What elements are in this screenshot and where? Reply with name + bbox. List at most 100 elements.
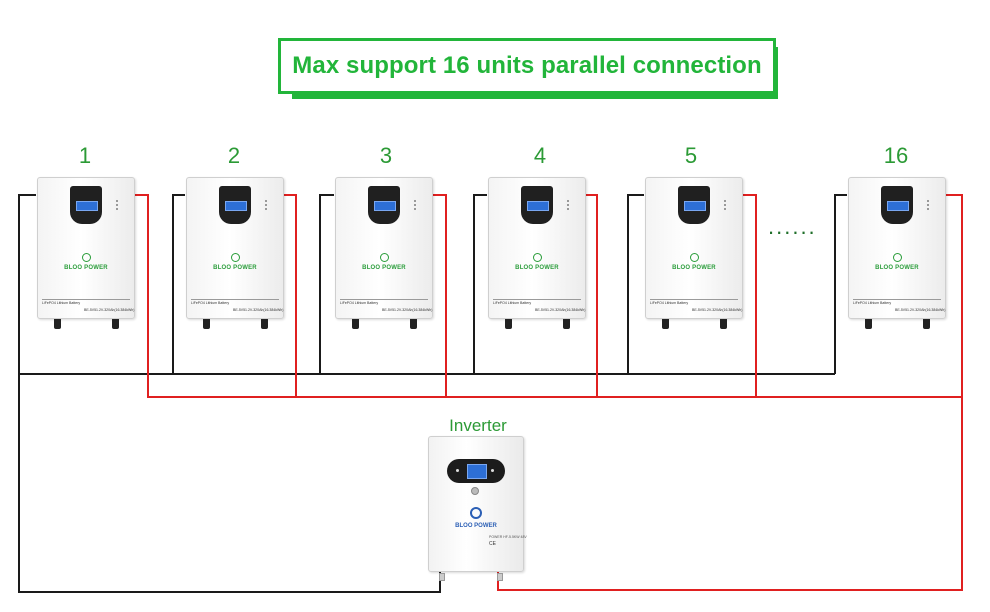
battery-terminal-negative	[865, 319, 872, 329]
positive-wire-unit-5	[742, 194, 757, 397]
battery-lcd-screen	[225, 201, 247, 211]
battery-terminal-positive	[563, 319, 570, 329]
battery-label-divider	[853, 299, 941, 300]
positive-wire-unit-2	[283, 194, 297, 397]
battery-indicator-leds	[927, 200, 932, 210]
battery-label-divider	[42, 299, 130, 300]
battery-label-divider	[340, 299, 428, 300]
battery-lcd-screen	[527, 201, 549, 211]
negative-wire-unit-4	[473, 194, 487, 374]
battery-unit-16: BLOO POWER LiFePO4 Lithium Battery BE-5V…	[848, 177, 946, 329]
battery-lcd-screen	[76, 201, 98, 211]
battery-brand: BLOO POWER	[362, 265, 406, 271]
battery-unit-4: BLOO POWER LiFePO4 Lithium Battery BE-5V…	[488, 177, 586, 329]
inverter-label: Inverter	[449, 416, 507, 435]
battery-indicator-leds	[414, 200, 419, 210]
inverter-terminal-negative	[439, 573, 445, 581]
battery-lcd-screen	[887, 201, 909, 211]
battery-terminal-negative	[54, 319, 61, 329]
negative-bus	[18, 194, 847, 593]
battery-display-panel	[219, 186, 251, 224]
battery-unit-5: BLOO POWER LiFePO4 Lithium Battery BE-5V…	[645, 177, 743, 329]
battery-indicator-leds	[265, 200, 270, 210]
bloo-power-logo-icon	[231, 253, 240, 262]
battery-type-label: LiFePO4 Lithium Battery	[493, 301, 532, 305]
unit-number-1: 1	[78, 143, 92, 168]
battery-terminal-positive	[112, 319, 119, 329]
bloo-power-logo-icon	[893, 253, 902, 262]
battery-indicator-leds	[724, 200, 729, 210]
bloo-power-logo-icon	[533, 253, 542, 262]
battery-lcd-screen	[374, 201, 396, 211]
bloo-power-logo-icon	[82, 253, 91, 262]
battery-type-label: LiFePO4 Lithium Battery	[650, 301, 689, 305]
battery-type-label: LiFePO4 Lithium Battery	[340, 301, 379, 305]
unit-number-5: 5	[684, 143, 698, 168]
inverter-model-text: POWER HF-5.5KW 48V	[489, 535, 527, 539]
inverter-brand: BLOO POWER	[455, 523, 497, 529]
negative-wire-inverter	[18, 374, 441, 593]
battery-label-divider	[650, 299, 738, 300]
inverter-lcd-screen	[467, 464, 487, 479]
unit-number-2: 2	[227, 143, 241, 168]
battery-brand: BLOO POWER	[515, 265, 559, 271]
battery-unit-1: BLOO POWER LiFePO4 Lithium Battery BE-5V…	[37, 177, 135, 329]
title-banner: Max support 16 units parallel connection	[278, 38, 778, 99]
inverter-power-switch-icon	[471, 487, 479, 495]
battery-brand: BLOO POWER	[213, 265, 257, 271]
unit-number-16: 16	[883, 143, 909, 168]
battery-display-panel	[881, 186, 913, 224]
battery-label-divider	[191, 299, 279, 300]
ce-mark: CE	[489, 541, 496, 547]
positive-wire-unit-16	[497, 194, 963, 591]
battery-spec-label: BE-5V51.2V-320Ah(16.384kWh)	[84, 308, 135, 312]
more-units-ellipsis: ......	[768, 214, 817, 239]
inverter-display-panel	[447, 459, 505, 483]
bloo-power-logo-icon	[470, 507, 482, 519]
battery-indicator-leds	[567, 200, 572, 210]
battery-spec-label: BE-5V51.2V-320Ah(16.384kWh)	[382, 308, 433, 312]
positive-wire-unit-3	[432, 194, 447, 397]
battery-spec-label: BE-5V51.2V-320Ah(16.384kWh)	[895, 308, 946, 312]
negative-wire-unit-16	[834, 194, 847, 374]
title-box: Max support 16 units parallel connection	[278, 38, 776, 94]
battery-unit-3: BLOO POWER LiFePO4 Lithium Battery BE-5V…	[335, 177, 433, 329]
battery-brand: BLOO POWER	[672, 265, 716, 271]
battery-terminal-positive	[410, 319, 417, 329]
battery-type-label: LiFePO4 Lithium Battery	[42, 301, 81, 305]
diagram-title: Max support 16 units parallel connection	[292, 52, 762, 79]
battery-terminal-negative	[505, 319, 512, 329]
battery-spec-label: BE-5V51.2V-320Ah(16.384kWh)	[535, 308, 586, 312]
unit-number-4: 4	[533, 143, 547, 168]
battery-spec-label: BE-5V51.2V-320Ah(16.384kWh)	[233, 308, 284, 312]
battery-brand: BLOO POWER	[64, 265, 108, 271]
battery-indicator-leds	[116, 200, 121, 210]
positive-wire-unit-1	[134, 194, 962, 398]
positive-bus	[134, 194, 963, 591]
battery-unit-2: BLOO POWER LiFePO4 Lithium Battery BE-5V…	[186, 177, 284, 329]
battery-type-label: LiFePO4 Lithium Battery	[191, 301, 230, 305]
battery-spec-label: BE-5V51.2V-320Ah(16.384kWh)	[692, 308, 743, 312]
battery-display-panel	[678, 186, 710, 224]
battery-display-panel	[521, 186, 553, 224]
battery-terminal-positive	[720, 319, 727, 329]
inverter-unit: BLOO POWER POWER HF-5.5KW 48V CE	[428, 436, 527, 581]
negative-wire-unit-2	[172, 194, 185, 374]
negative-wire-unit-1	[18, 194, 835, 375]
negative-wire-unit-5	[627, 194, 644, 374]
battery-terminal-negative	[203, 319, 210, 329]
battery-terminal-positive	[261, 319, 268, 329]
battery-display-panel	[70, 186, 102, 224]
inverter-led-icon	[491, 469, 494, 472]
battery-display-panel	[368, 186, 400, 224]
positive-wire-unit-4	[585, 194, 598, 397]
battery-label-divider	[493, 299, 581, 300]
bloo-power-logo-icon	[690, 253, 699, 262]
negative-wire-unit-3	[319, 194, 334, 374]
battery-terminal-negative	[662, 319, 669, 329]
bloo-power-logo-icon	[380, 253, 389, 262]
battery-terminal-negative	[352, 319, 359, 329]
battery-type-label: LiFePO4 Lithium Battery	[853, 301, 892, 305]
battery-lcd-screen	[684, 201, 706, 211]
